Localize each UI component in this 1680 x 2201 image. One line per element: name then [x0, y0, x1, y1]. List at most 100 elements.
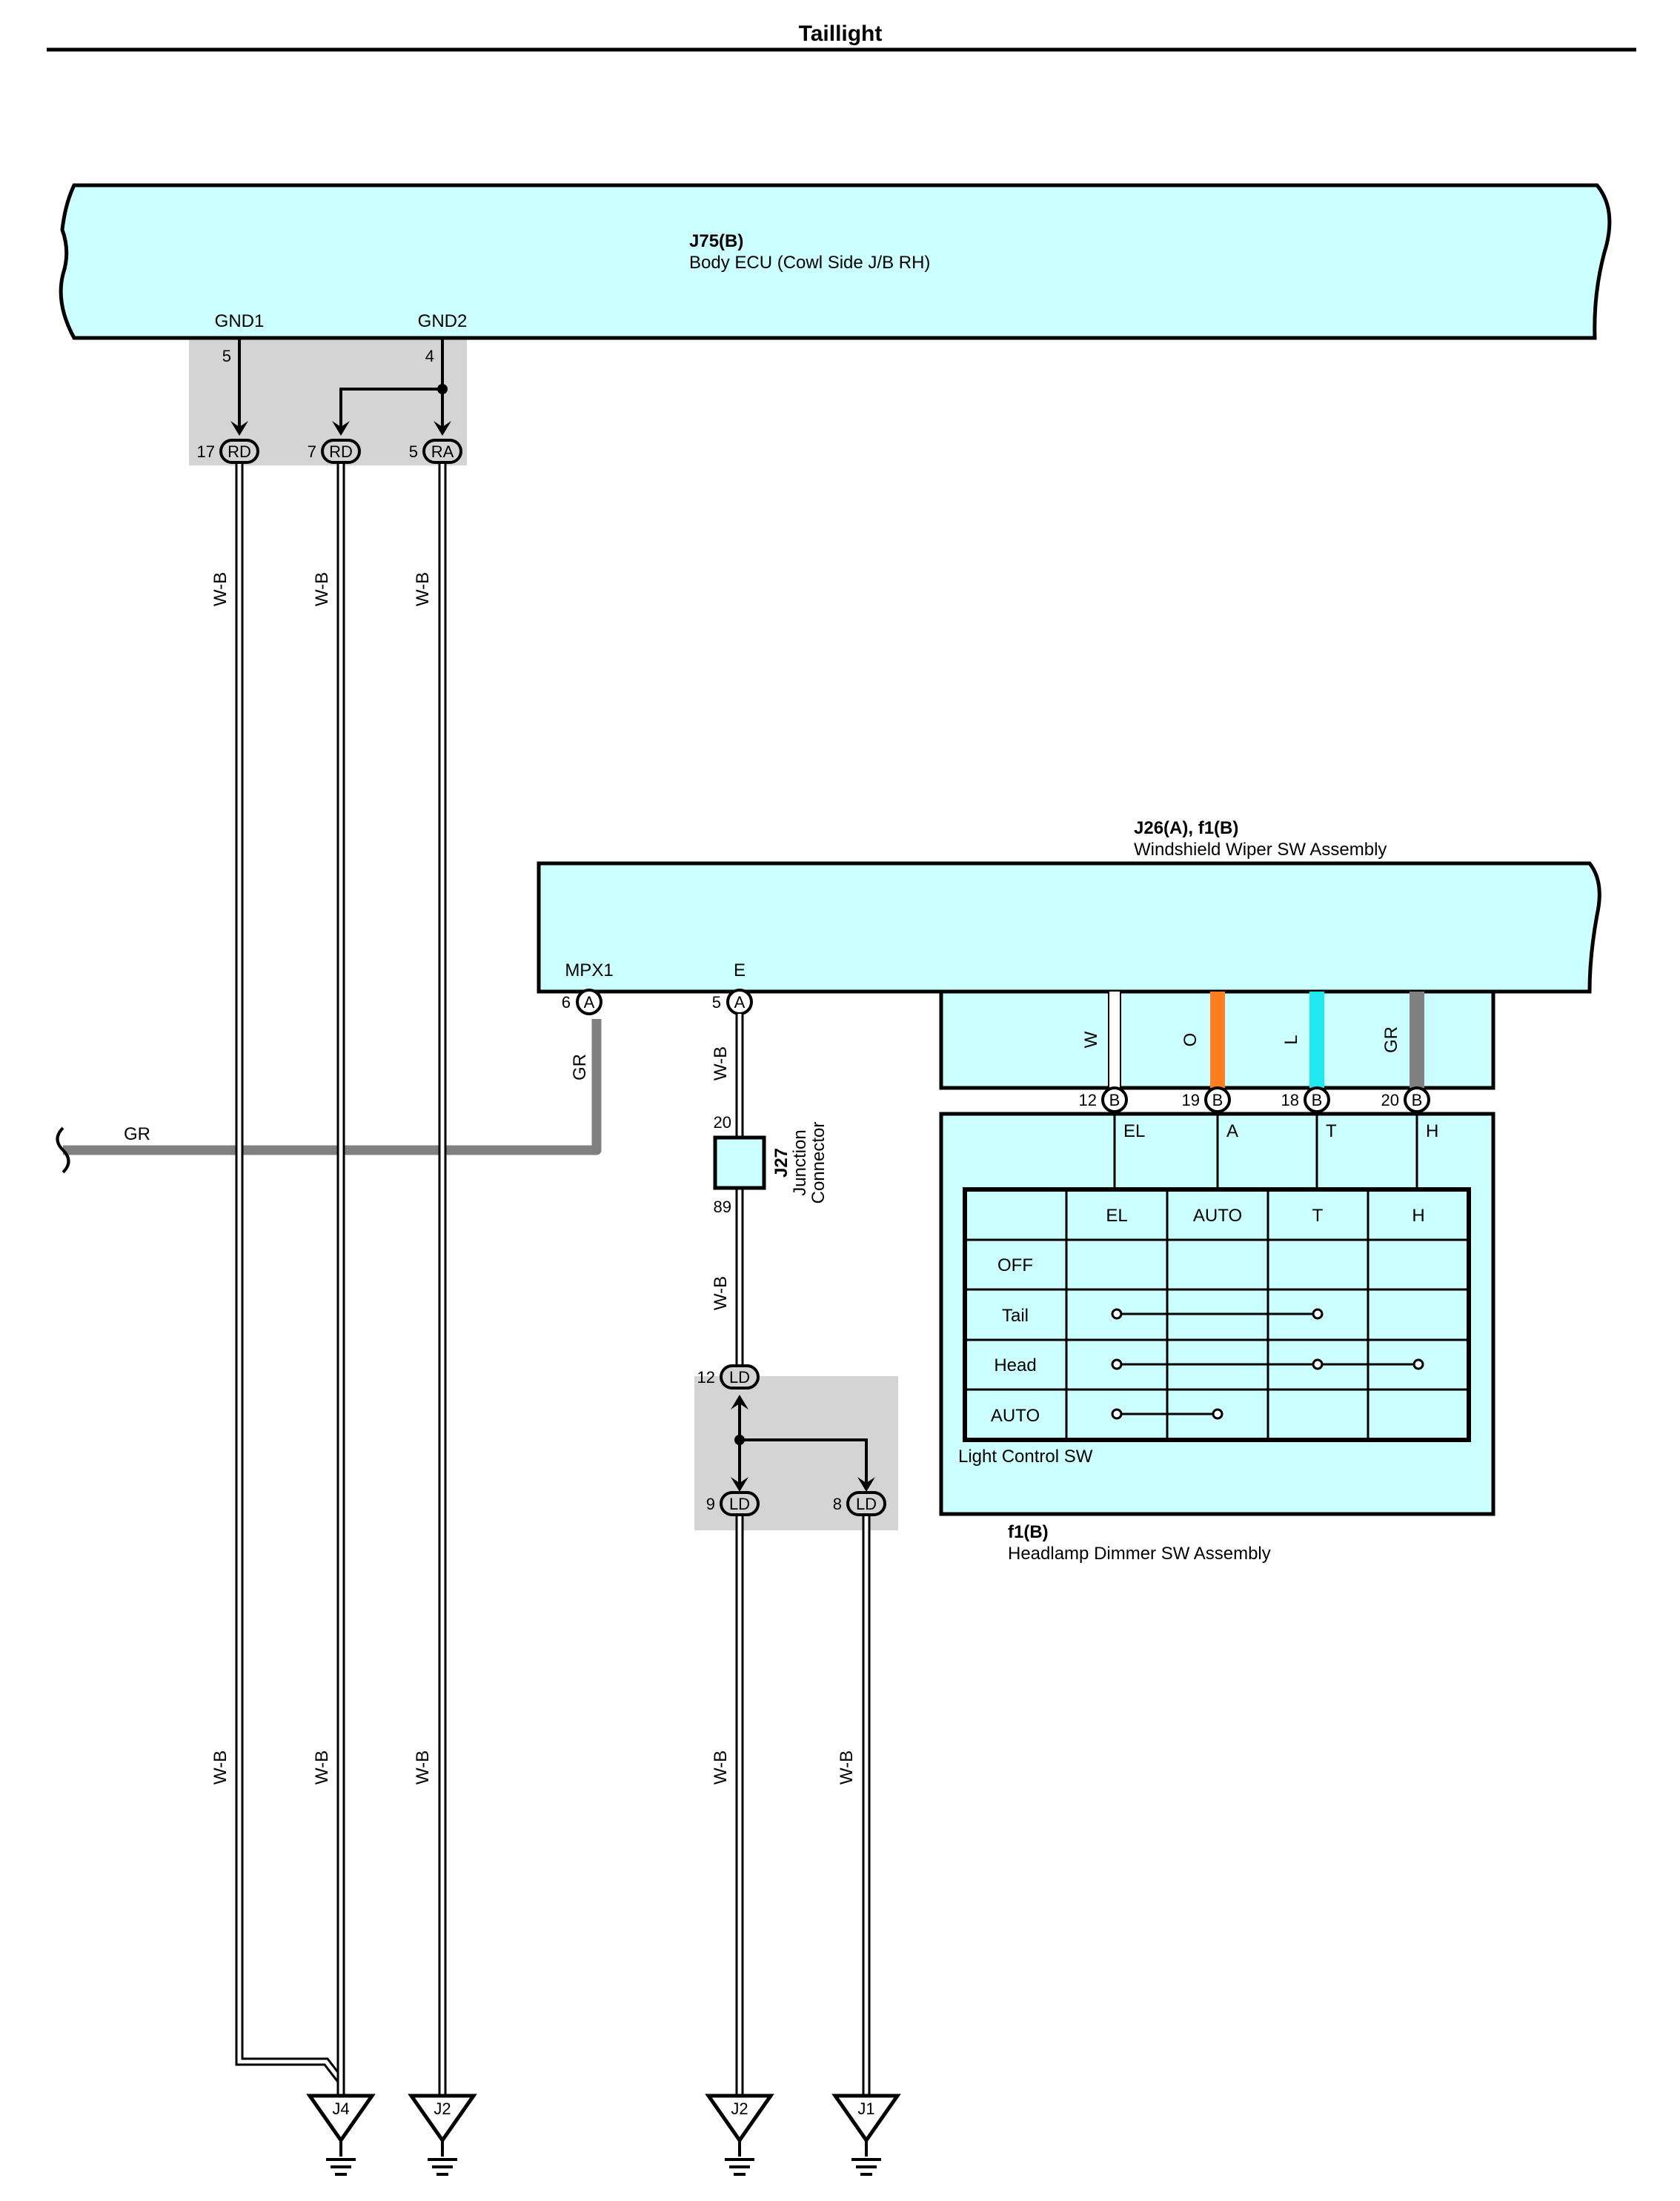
- jr-pin-num-2: 7: [308, 442, 316, 461]
- jl-pin-code-3: LD: [856, 1495, 877, 1513]
- jr-splice-dot: [437, 384, 448, 394]
- ground-j2-b: J2: [705, 2094, 774, 2176]
- j27-pin-bottom: 89: [714, 1198, 731, 1216]
- inner-wire-l: [1309, 992, 1324, 1088]
- dimmer-pin-a-code: B: [1212, 1091, 1224, 1109]
- ecu-pin-num-gnd2: 4: [425, 347, 434, 365]
- jl-pin-num-3: 8: [833, 1495, 842, 1513]
- dimmer-pin-el: B 12 EL: [1079, 1086, 1145, 1141]
- wiper-pin-mpx1-num: 6: [562, 993, 571, 1012]
- jr-pin-code-1: RD: [228, 442, 251, 461]
- gr-wire-label-vertical: GR: [570, 1054, 590, 1080]
- wire-e-label-upper: W-B: [711, 1046, 731, 1080]
- junction-l-pin-3: LD 8: [833, 1491, 886, 1516]
- wire-wb-label-2a: W-B: [312, 572, 332, 606]
- jl-splice-dot: [734, 1435, 745, 1445]
- dimmer-pin-t-num: 18: [1281, 1091, 1299, 1109]
- wire-wb-label-3b: W-B: [413, 1750, 433, 1785]
- jl-pin-num-2: 9: [706, 1495, 715, 1513]
- jr-arrow-2: [332, 421, 350, 436]
- ground-j1-label: J1: [857, 2099, 874, 2118]
- wire-e-label-lower: W-B: [711, 1276, 731, 1310]
- jr-pin-code-3: RA: [431, 442, 454, 461]
- inner-wire-o: [1210, 992, 1225, 1088]
- ground-j2-b-label: J2: [731, 2099, 748, 2118]
- jl-pin-code-2: LD: [729, 1495, 750, 1513]
- table-header-h: H: [1412, 1206, 1424, 1226]
- dimmer-pin-el-num: 12: [1079, 1091, 1097, 1109]
- jl-arrow-down-2: [857, 1477, 875, 1492]
- j27-pin-top: 20: [714, 1113, 731, 1132]
- body-ecu-name: Body ECU (Cowl Side J/B RH): [689, 253, 930, 273]
- wire-wb-label-3a: W-B: [413, 572, 433, 606]
- ecu-pin-gnd2: GND2: [418, 311, 468, 331]
- wire-wb-label-1b: W-B: [210, 1750, 230, 1785]
- dimmer-term-t: T: [1326, 1121, 1337, 1141]
- jr-pin-num-3: 5: [409, 442, 418, 461]
- dimmer-pin-t-code: B: [1312, 1091, 1323, 1109]
- ground-j1: J1: [831, 2094, 901, 2176]
- jl-pin-num-1: 12: [697, 1368, 715, 1387]
- wire-wb-label-5: W-B: [837, 1750, 857, 1785]
- wiper-sw-box: [537, 861, 1601, 994]
- table-row-head: Head: [994, 1355, 1036, 1375]
- dimmer-pin-a: B 19 A: [1182, 1086, 1238, 1141]
- gr-wire-label-horizontal: GR: [124, 1124, 150, 1144]
- wiper-pin-e: A 5: [712, 989, 753, 1015]
- table-header-auto: AUTO: [1193, 1206, 1242, 1226]
- table-row-off: OFF: [997, 1255, 1033, 1275]
- inner-wire-label-w: W: [1081, 1031, 1101, 1048]
- ecu-pin-gnd1: GND1: [215, 311, 265, 331]
- wiper-pin-mpx1-code: A: [584, 993, 595, 1012]
- wire-wb-1: [235, 464, 345, 2111]
- jl-arrow-down-1: [731, 1477, 748, 1492]
- page-title: Taillight: [799, 21, 883, 46]
- jr-pin-code-2: RD: [329, 442, 353, 461]
- jr-pin-num-1: 17: [197, 442, 215, 461]
- jr-arrow-3: [434, 421, 451, 436]
- table-header-el: EL: [1106, 1206, 1127, 1226]
- ground-j2-a-label: J2: [434, 2099, 451, 2118]
- dimmer-pin-el-code: B: [1109, 1091, 1120, 1109]
- wire-wb-label-1a: W-B: [210, 572, 230, 606]
- body-ecu-code: J75(B): [689, 231, 743, 251]
- dimmer-term-h: H: [1426, 1121, 1438, 1141]
- light-control-label: Light Control SW: [958, 1447, 1093, 1467]
- dimmer-pin-h: B 20 H: [1381, 1086, 1438, 1141]
- wiper-sw-code: J26(A), f1(B): [1134, 818, 1238, 838]
- junction-r-pin-2: RD 7: [308, 439, 361, 464]
- dimmer-code: f1(B): [1008, 1522, 1049, 1542]
- inner-wire-label-gr: GR: [1381, 1026, 1401, 1053]
- junction-r-pin-1: RD 17: [197, 439, 259, 464]
- inner-wire-label-o: O: [1181, 1033, 1201, 1047]
- dimmer-term-el: EL: [1123, 1121, 1145, 1141]
- body-ecu-box: [59, 183, 1612, 340]
- inner-wire-w: [1109, 992, 1120, 1088]
- jr-arrow-1: [230, 421, 248, 436]
- wire-wb-label-2b: W-B: [312, 1750, 332, 1785]
- continuity-auto: [1111, 1408, 1224, 1420]
- jl-arrow-up: [731, 1395, 748, 1410]
- j27-label-1: Junction: [790, 1129, 810, 1195]
- wiper-term-mpx1: MPX1: [565, 960, 613, 980]
- table-header-t: T: [1312, 1206, 1324, 1226]
- continuity-head: [1111, 1358, 1424, 1370]
- ecu-pin-num-gnd1: 5: [222, 347, 231, 365]
- ground-j4: J4: [306, 2094, 376, 2176]
- junction-l-pin-1: LD 12: [697, 1364, 760, 1390]
- ground-j2-a: J2: [408, 2094, 477, 2176]
- dimmer-pin-t: B 18 T: [1281, 1086, 1337, 1141]
- wiper-sw-name: Windshield Wiper SW Assembly: [1134, 840, 1387, 860]
- wiper-pin-e-code: A: [734, 993, 746, 1012]
- j27-label-2: Connector: [809, 1122, 829, 1204]
- junction-r-pin-3: RA 5: [409, 439, 462, 464]
- wiper-pin-e-num: 5: [712, 993, 721, 1012]
- table-row-auto: AUTO: [991, 1406, 1040, 1426]
- dimmer-pin-a-num: 19: [1182, 1091, 1200, 1109]
- jl-pin-code-1: LD: [729, 1368, 750, 1387]
- jl-line-2: [740, 1438, 868, 1490]
- jr-line-3: [339, 388, 442, 434]
- j27-code: J27: [771, 1148, 791, 1178]
- wiper-pin-mpx1: A 6: [562, 989, 602, 1015]
- table-row-tail: Tail: [1002, 1306, 1029, 1326]
